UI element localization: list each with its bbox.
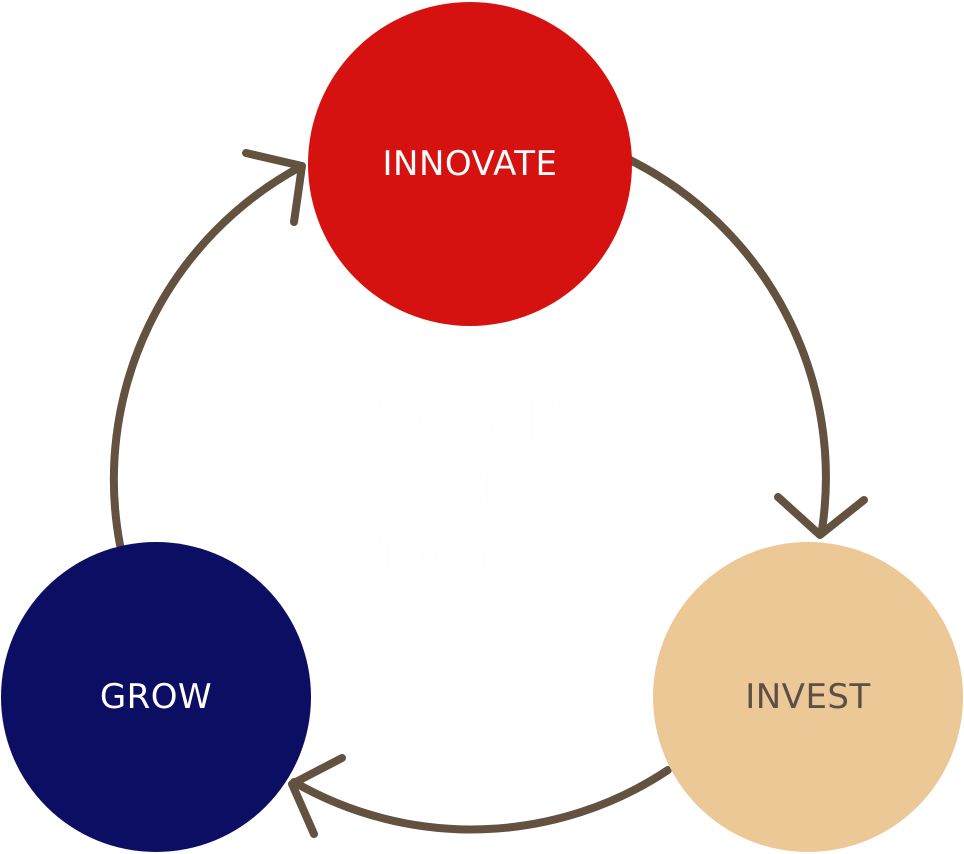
- center-title-line: Promise: [342, 520, 598, 585]
- node-invest: INVEST: [653, 542, 963, 852]
- node-innovate: INNOVATE: [308, 2, 632, 326]
- node-label: INVEST: [745, 677, 871, 717]
- arrowhead-left-icon: [288, 754, 346, 838]
- arc-grow-to-innovate: [109, 162, 306, 549]
- arrowhead-down-icon: [774, 493, 868, 539]
- center-title-line: Partner: [351, 454, 589, 519]
- center-title-line: Cornel's: [342, 388, 598, 453]
- node-label: INNOVATE: [382, 144, 558, 184]
- node-label: GROW: [99, 677, 213, 717]
- arc-innovate-to-invest: [626, 156, 830, 534]
- center-title: Cornel's Partner Promise: [320, 388, 620, 586]
- arc-invest-to-grow: [290, 766, 672, 834]
- arrowhead-right-icon: [242, 149, 306, 226]
- node-grow: GROW: [1, 542, 311, 852]
